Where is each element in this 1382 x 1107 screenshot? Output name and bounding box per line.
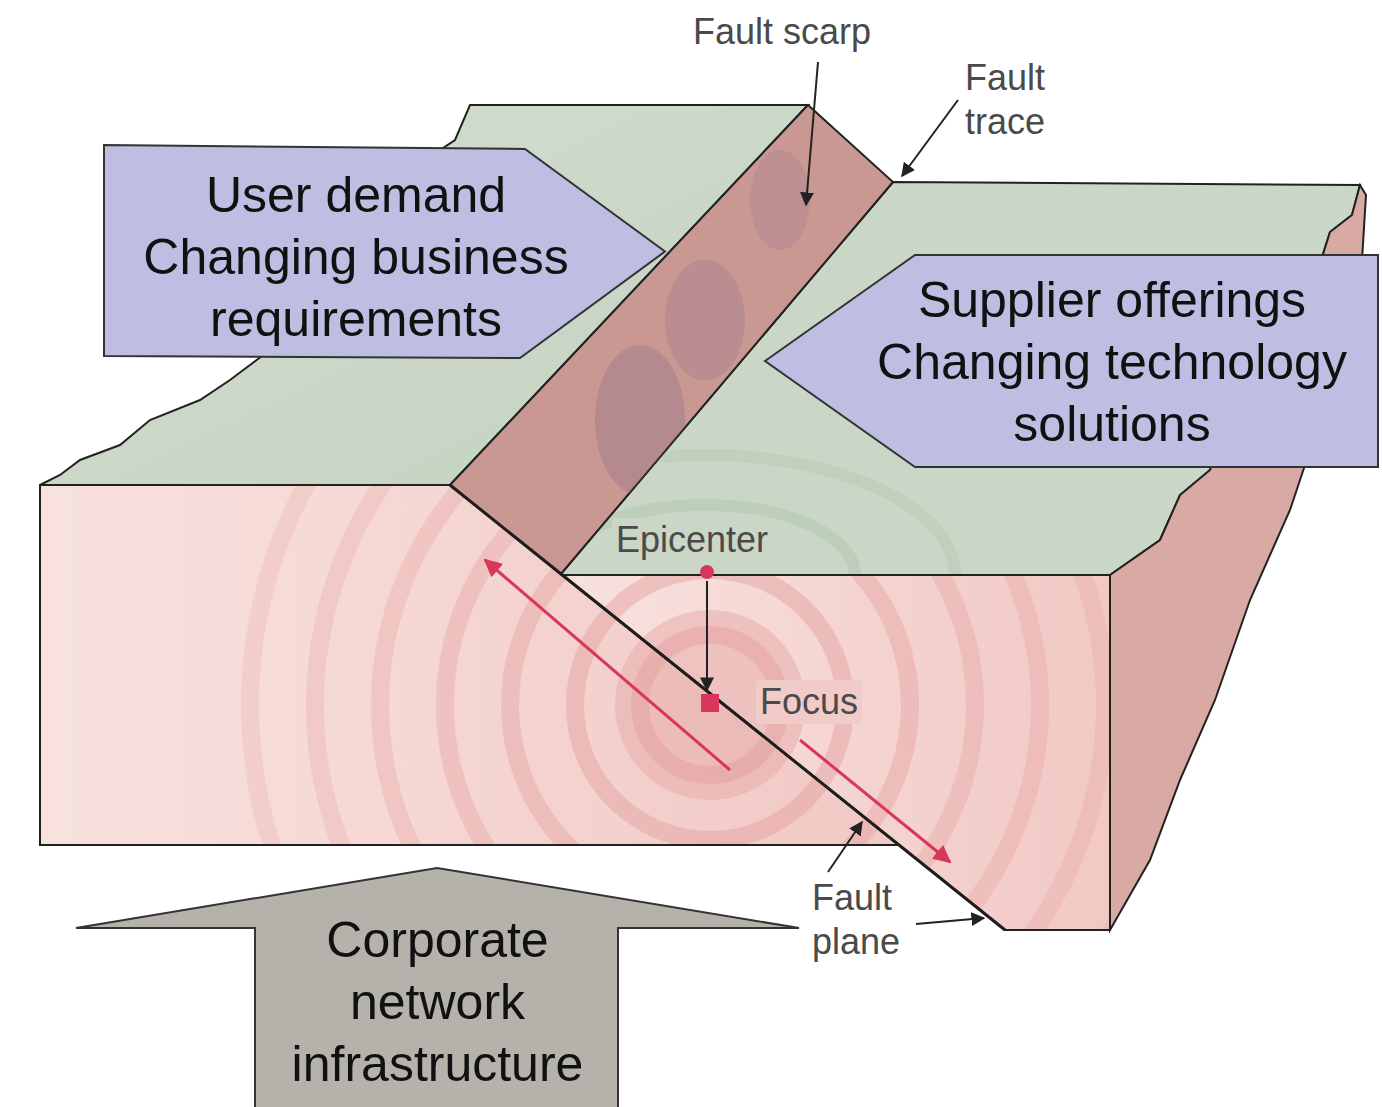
callout-arrow-shape	[765, 255, 1378, 467]
focus-square	[701, 694, 719, 712]
focus-label: Focus	[756, 680, 862, 724]
epicenter-focus-arrow	[706, 581, 708, 690]
text-block: Supplier offerings Changing technology s…	[857, 269, 1367, 455]
callout-text: Corporate network infrastructure	[265, 909, 610, 1095]
wave-ring	[575, 570, 845, 840]
epicenter-dot	[700, 565, 714, 579]
scarp-streak	[750, 150, 810, 250]
leader-line	[828, 822, 862, 872]
callout-arrow: User demand Changing business requiremen…	[104, 145, 665, 358]
leader-line	[806, 62, 818, 205]
leader-line	[902, 100, 958, 176]
epicenter-label: Epicenter	[612, 518, 772, 562]
upthrown-front-outline	[40, 485, 899, 845]
text-block: Corporate network infrastructure	[265, 909, 610, 1095]
leader-line	[916, 918, 984, 924]
scarp-streak	[595, 345, 685, 495]
callout-arrow-shape	[104, 145, 665, 358]
text-block: User demand Changing business requiremen…	[116, 164, 596, 350]
callout-text: Supplier offerings Changing technology s…	[857, 269, 1367, 455]
infrastructure-arrow-shape	[76, 868, 799, 1107]
downthrown-front-outline	[562, 575, 1110, 930]
callout-arrow: Supplier offerings Changing technology s…	[765, 255, 1378, 467]
fault-trace-label: Fault trace	[965, 56, 1075, 144]
fault-scarp-label: Fault scarp	[693, 10, 871, 54]
infrastructure-arrow: Corporate network infrastructure	[75, 868, 800, 1107]
callout-text: User demand Changing business requiremen…	[116, 164, 596, 350]
fault-plane-label: Fault plane	[812, 876, 922, 964]
scarp-streak	[665, 260, 745, 380]
upthrown-front-face	[40, 485, 899, 845]
scarp-shading	[595, 150, 810, 495]
slip-arrow	[800, 740, 950, 862]
fault-plane-line	[450, 485, 1005, 930]
slip-arrow	[485, 560, 730, 770]
